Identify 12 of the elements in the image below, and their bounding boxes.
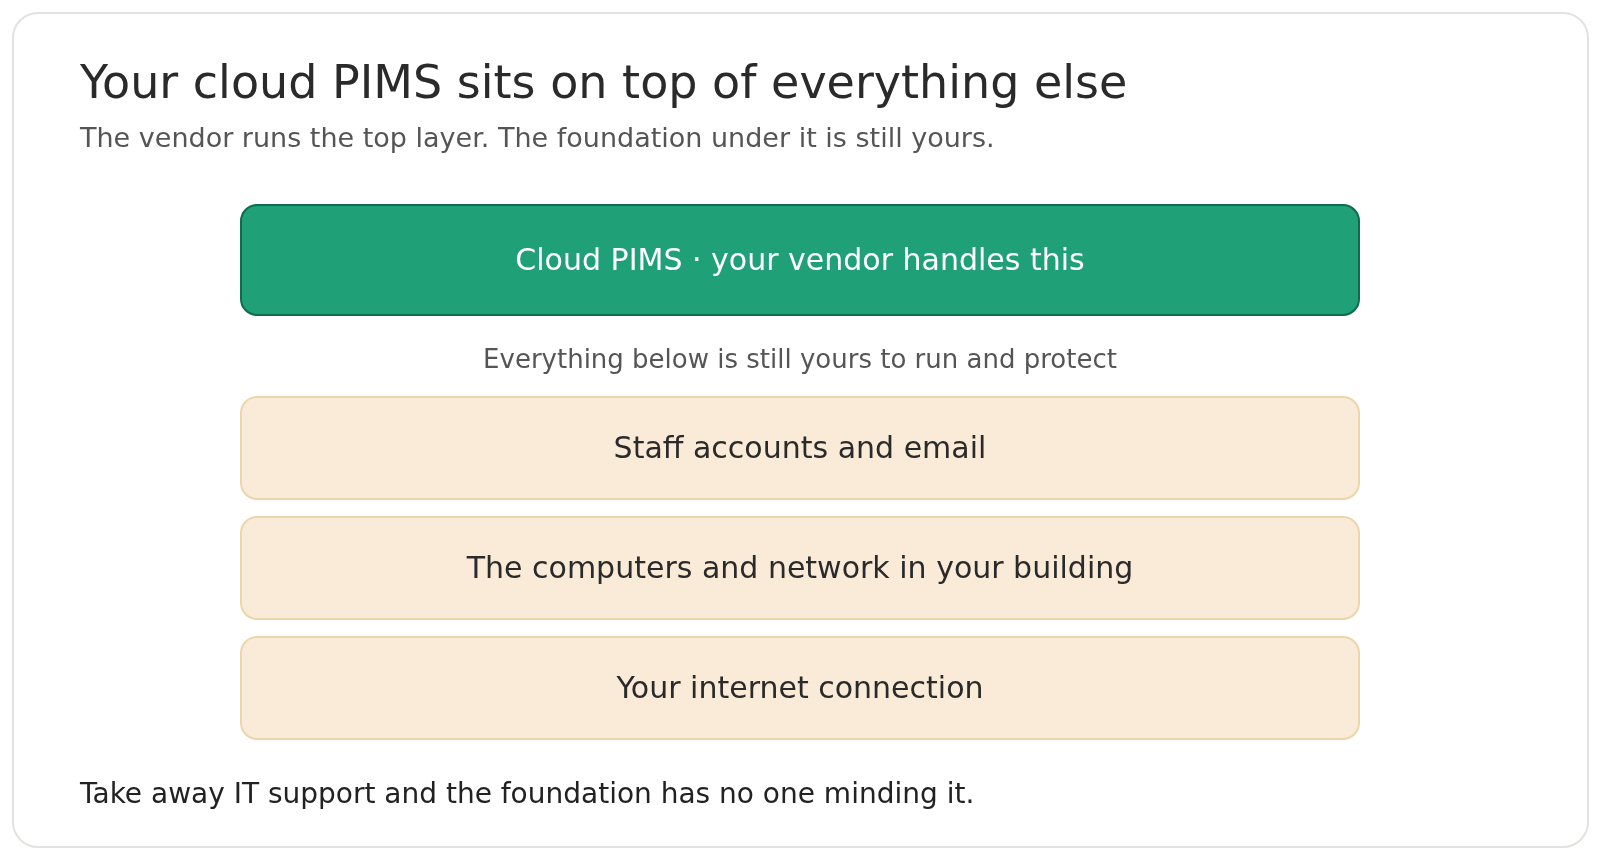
- foundation-layer-box: [240, 396, 1360, 500]
- layer-label: Your internet connection: [616, 670, 984, 706]
- layer-label: Staff accounts and email: [613, 430, 987, 466]
- layer-label: The computers and network in your building: [466, 550, 1134, 586]
- foundation-layer-box: [240, 636, 1360, 740]
- layer-label: Cloud PIMS · your vendor handles this: [515, 242, 1085, 278]
- vendor-layer-box: [240, 204, 1360, 316]
- section-note: Everything below is still yours to run and protect: [483, 343, 1117, 375]
- footer-note: Take away IT support and the foundation has no one minding it.: [80, 777, 975, 811]
- foundation-layer-box: [240, 516, 1360, 620]
- diagram-title: Your cloud PIMS sits on top of everything else: [80, 55, 1128, 109]
- subtitle: The vendor runs the top layer. The foundation under it is still yours.: [80, 121, 995, 155]
